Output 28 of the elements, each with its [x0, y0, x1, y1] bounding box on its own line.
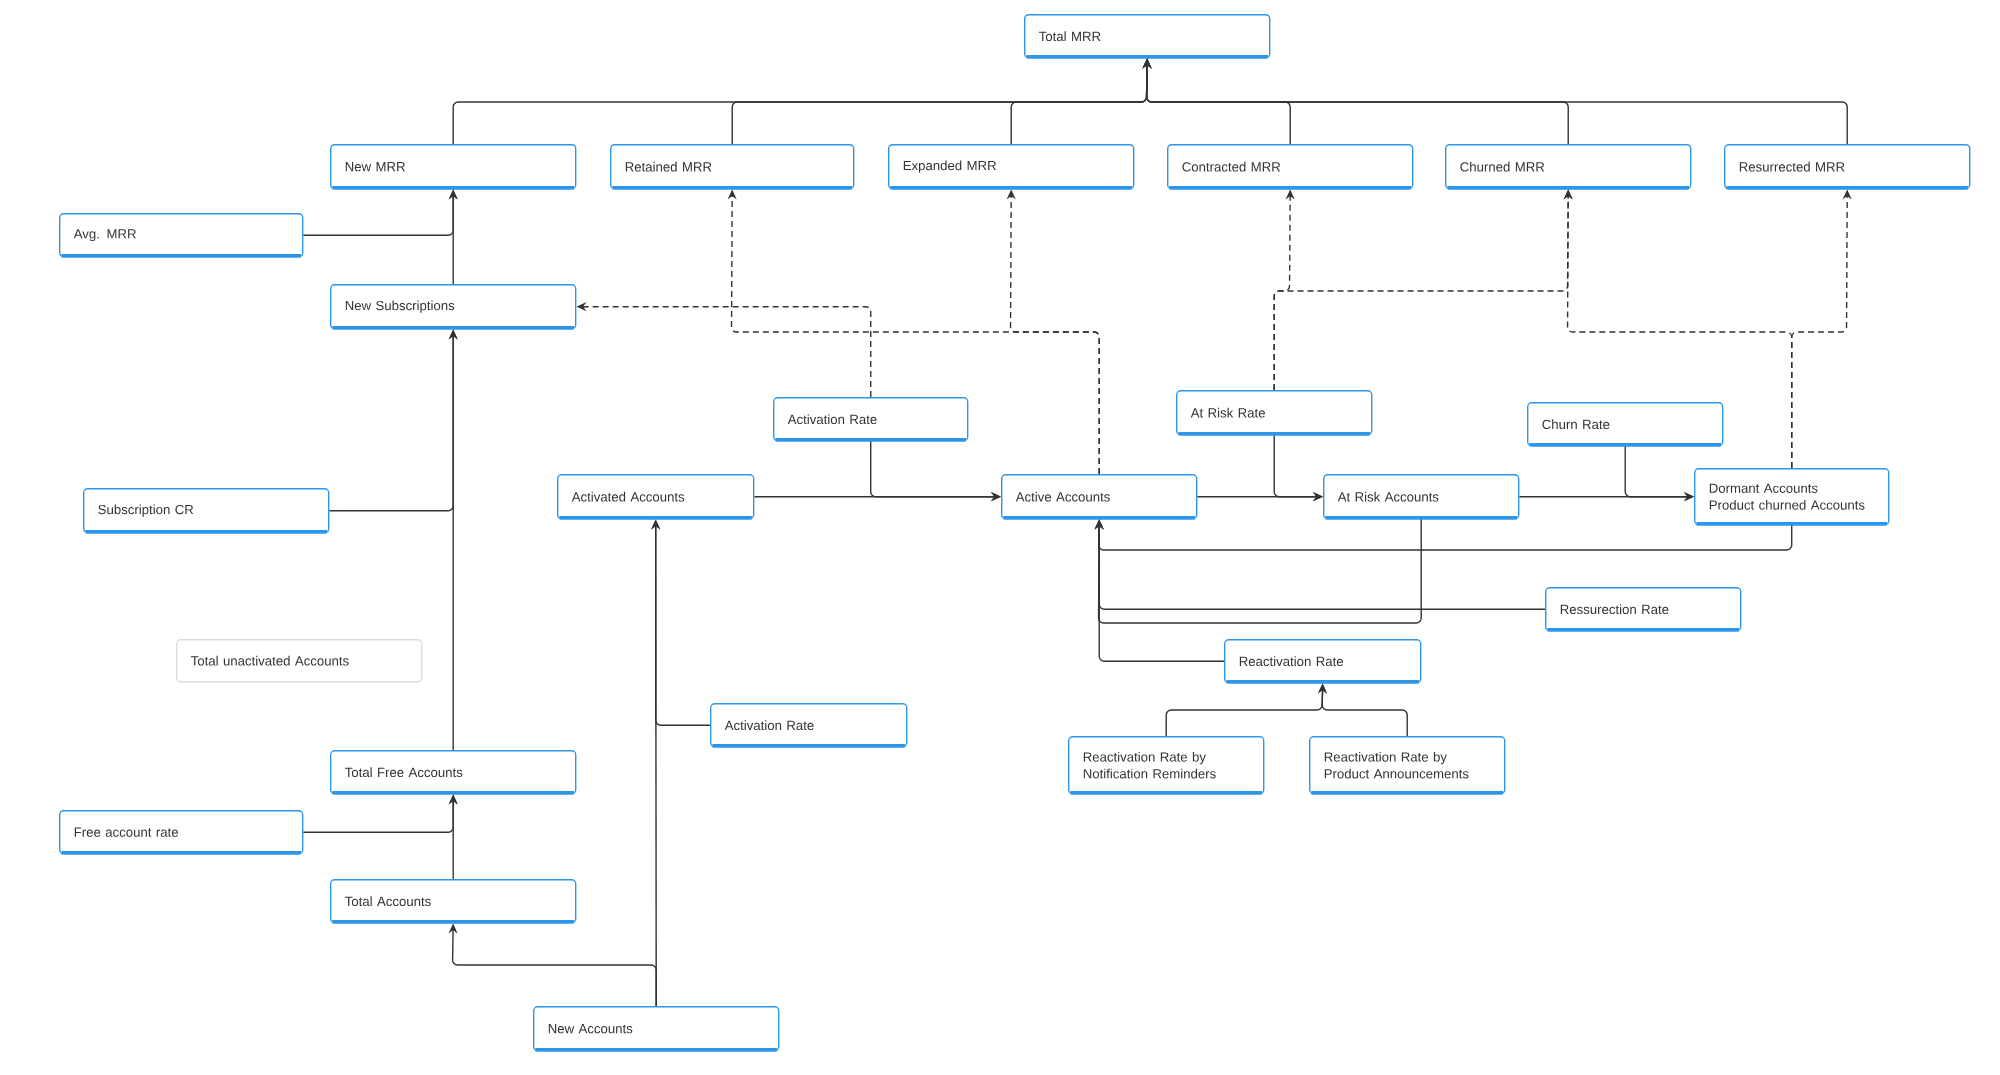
metric-box: New Subscriptions — [330, 284, 577, 330]
metric-box: Contracted MRR — [1167, 144, 1414, 190]
metric-box: Reactivation Rate — [1224, 639, 1422, 684]
metric-box: Total Accounts — [330, 879, 577, 924]
metric-box: Free account rate — [59, 810, 304, 855]
metric-box: Reactivation Rate by Product Announcements — [1309, 736, 1506, 795]
text-box: Total unactivated Accounts — [176, 639, 423, 683]
metric-box: New Accounts — [533, 1006, 780, 1052]
metric-box: Activated Accounts — [557, 474, 755, 520]
metric-box: Activation Rate — [710, 703, 908, 748]
metric-box: Expanded MRR — [888, 144, 1135, 190]
metric-box: Dormant Accounts Product churned Accounts — [1694, 468, 1890, 526]
metric-box: Total MRR — [1024, 14, 1271, 59]
metric-box: Retained MRR — [610, 144, 855, 190]
metric-box: Churn Rate — [1527, 402, 1724, 447]
metric-box: At Risk Rate — [1176, 390, 1373, 436]
metric-box: Resurrected MRR — [1724, 144, 1971, 190]
metric-box: Ressurection Rate — [1545, 587, 1742, 632]
metric-box: Subscription CR — [83, 488, 330, 534]
arrow — [1094, 518, 1422, 624]
metric-box: Churned MRR — [1445, 144, 1692, 190]
metric-box: Avg. MRR — [59, 213, 304, 258]
metric-box: Active Accounts — [1001, 474, 1198, 520]
metric-box: At Risk Accounts — [1323, 474, 1520, 520]
metric-box: Total Free Accounts — [330, 750, 577, 795]
metric-box: Activation Rate — [773, 397, 969, 442]
metric-box: Reactivation Rate by Notification Reminders — [1068, 736, 1265, 795]
metric-box: New MRR — [330, 144, 577, 190]
